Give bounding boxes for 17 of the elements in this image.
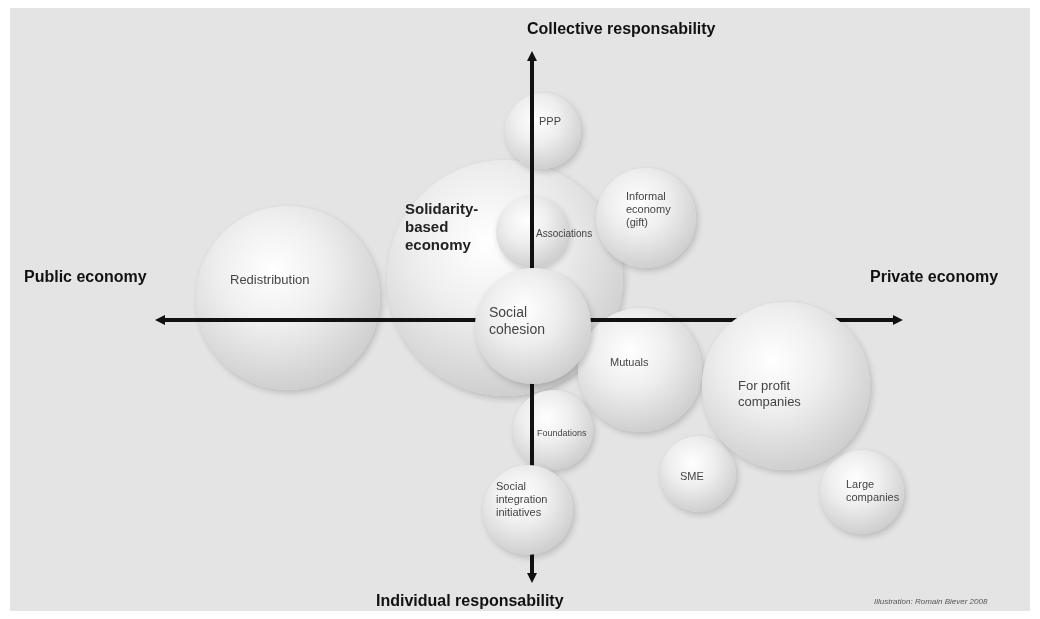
axis-label: Private economy: [870, 268, 999, 286]
bubble-heading: Solidarity- based economy: [405, 200, 480, 254]
bubble-label: Foundations: [537, 428, 588, 439]
bubble-label: Associations: [536, 228, 594, 240]
bubble-label: SME: [680, 470, 705, 484]
bubble-label: Informal economy (gift): [626, 190, 672, 230]
bubble-label: Large companies: [846, 478, 901, 505]
bubble-label: Redistribution: [230, 272, 311, 288]
bubble-label: For profit companies: [738, 378, 802, 410]
axis-label: Individual responsability: [376, 592, 564, 610]
bubble-label: Social cohesion: [489, 304, 547, 338]
bubble-label: Social integration initiatives: [496, 480, 549, 520]
axis-label: Collective responsability: [527, 20, 716, 38]
bubble-label: Mutuals: [610, 356, 650, 370]
credit-text: Illustration: Romain Biever 2008: [874, 597, 988, 606]
axis-label: Public economy: [24, 268, 147, 286]
bubble-label: PPP: [539, 115, 562, 129]
